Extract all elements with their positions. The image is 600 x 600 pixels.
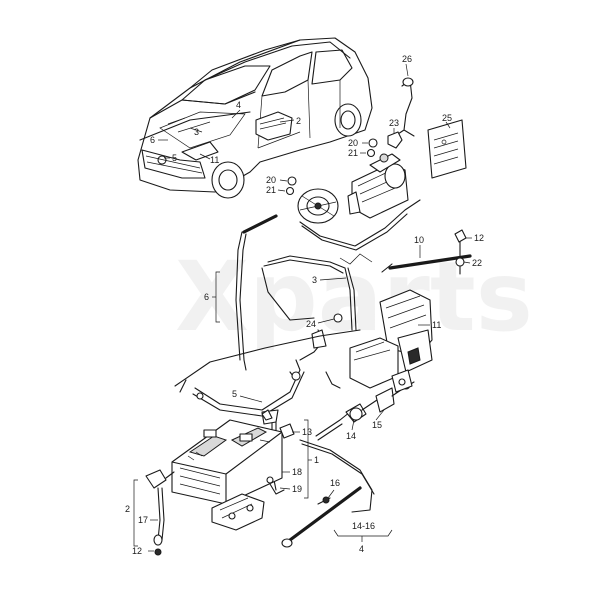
callout-10: 10 bbox=[414, 235, 424, 245]
callout-22: 22 bbox=[472, 258, 482, 268]
callout-brackets bbox=[133, 271, 393, 547]
callout-14: 14 bbox=[346, 431, 356, 441]
callout-6-car: 6 bbox=[150, 135, 155, 145]
nut-24 bbox=[333, 313, 343, 323]
callout-13: 13 bbox=[302, 427, 312, 437]
callout-12-upper: 12 bbox=[474, 233, 484, 243]
fuse-box bbox=[349, 289, 433, 393]
callout-26: 26 bbox=[402, 54, 412, 64]
callout-17: 17 bbox=[138, 515, 148, 525]
leader-lines bbox=[148, 63, 472, 552]
nut-bolts-upper bbox=[285, 138, 378, 196]
callout-2-top: 2 bbox=[296, 116, 301, 126]
callout-5: 5 bbox=[232, 389, 237, 399]
callout-18: 18 bbox=[292, 467, 302, 477]
battery-clamp bbox=[211, 493, 265, 531]
ground-cable-2 bbox=[145, 469, 175, 556]
callout-14-16: 14-16 bbox=[352, 521, 375, 531]
battery bbox=[171, 419, 283, 505]
callout-11-car: 11 bbox=[210, 155, 219, 165]
bracket-26 bbox=[397, 77, 415, 137]
callout-25: 25 bbox=[442, 113, 452, 123]
clip-23 bbox=[387, 131, 403, 149]
callout-5-car: 5 bbox=[172, 153, 177, 163]
callout-12-lower: 12 bbox=[132, 546, 142, 556]
callout-24: 24 bbox=[306, 319, 316, 329]
callout-6: 6 bbox=[204, 292, 209, 302]
starter-motor bbox=[347, 153, 409, 219]
callout-15: 15 bbox=[372, 420, 382, 430]
cable-harness bbox=[174, 199, 472, 548]
callout-1: 1 bbox=[314, 455, 319, 465]
callout-4-car: 4 bbox=[236, 100, 241, 110]
vehicle-illustration bbox=[137, 37, 373, 199]
terminal-13-18-19 bbox=[261, 409, 295, 495]
callout-2: 2 bbox=[125, 504, 130, 514]
bolt-12-22 bbox=[454, 229, 467, 275]
callout-20-upper: 20 bbox=[348, 138, 358, 148]
label-plate-25 bbox=[427, 119, 467, 179]
callout-3-car: 3 bbox=[194, 127, 199, 137]
callout-19: 19 bbox=[292, 484, 302, 494]
callout-11: 11 bbox=[432, 320, 441, 330]
callout-21-upper: 21 bbox=[348, 148, 358, 158]
callout-labels: 26 2 4 3 6 5 11 25 23 20 21 20 21 10 12 … bbox=[125, 54, 484, 556]
callout-21-lower: 21 bbox=[266, 185, 276, 195]
callout-4: 4 bbox=[359, 544, 364, 554]
callout-3: 3 bbox=[312, 275, 317, 285]
callout-23: 23 bbox=[389, 118, 399, 128]
alternator bbox=[297, 188, 339, 224]
callout-16: 16 bbox=[330, 478, 340, 488]
callout-20-lower: 20 bbox=[266, 175, 276, 185]
